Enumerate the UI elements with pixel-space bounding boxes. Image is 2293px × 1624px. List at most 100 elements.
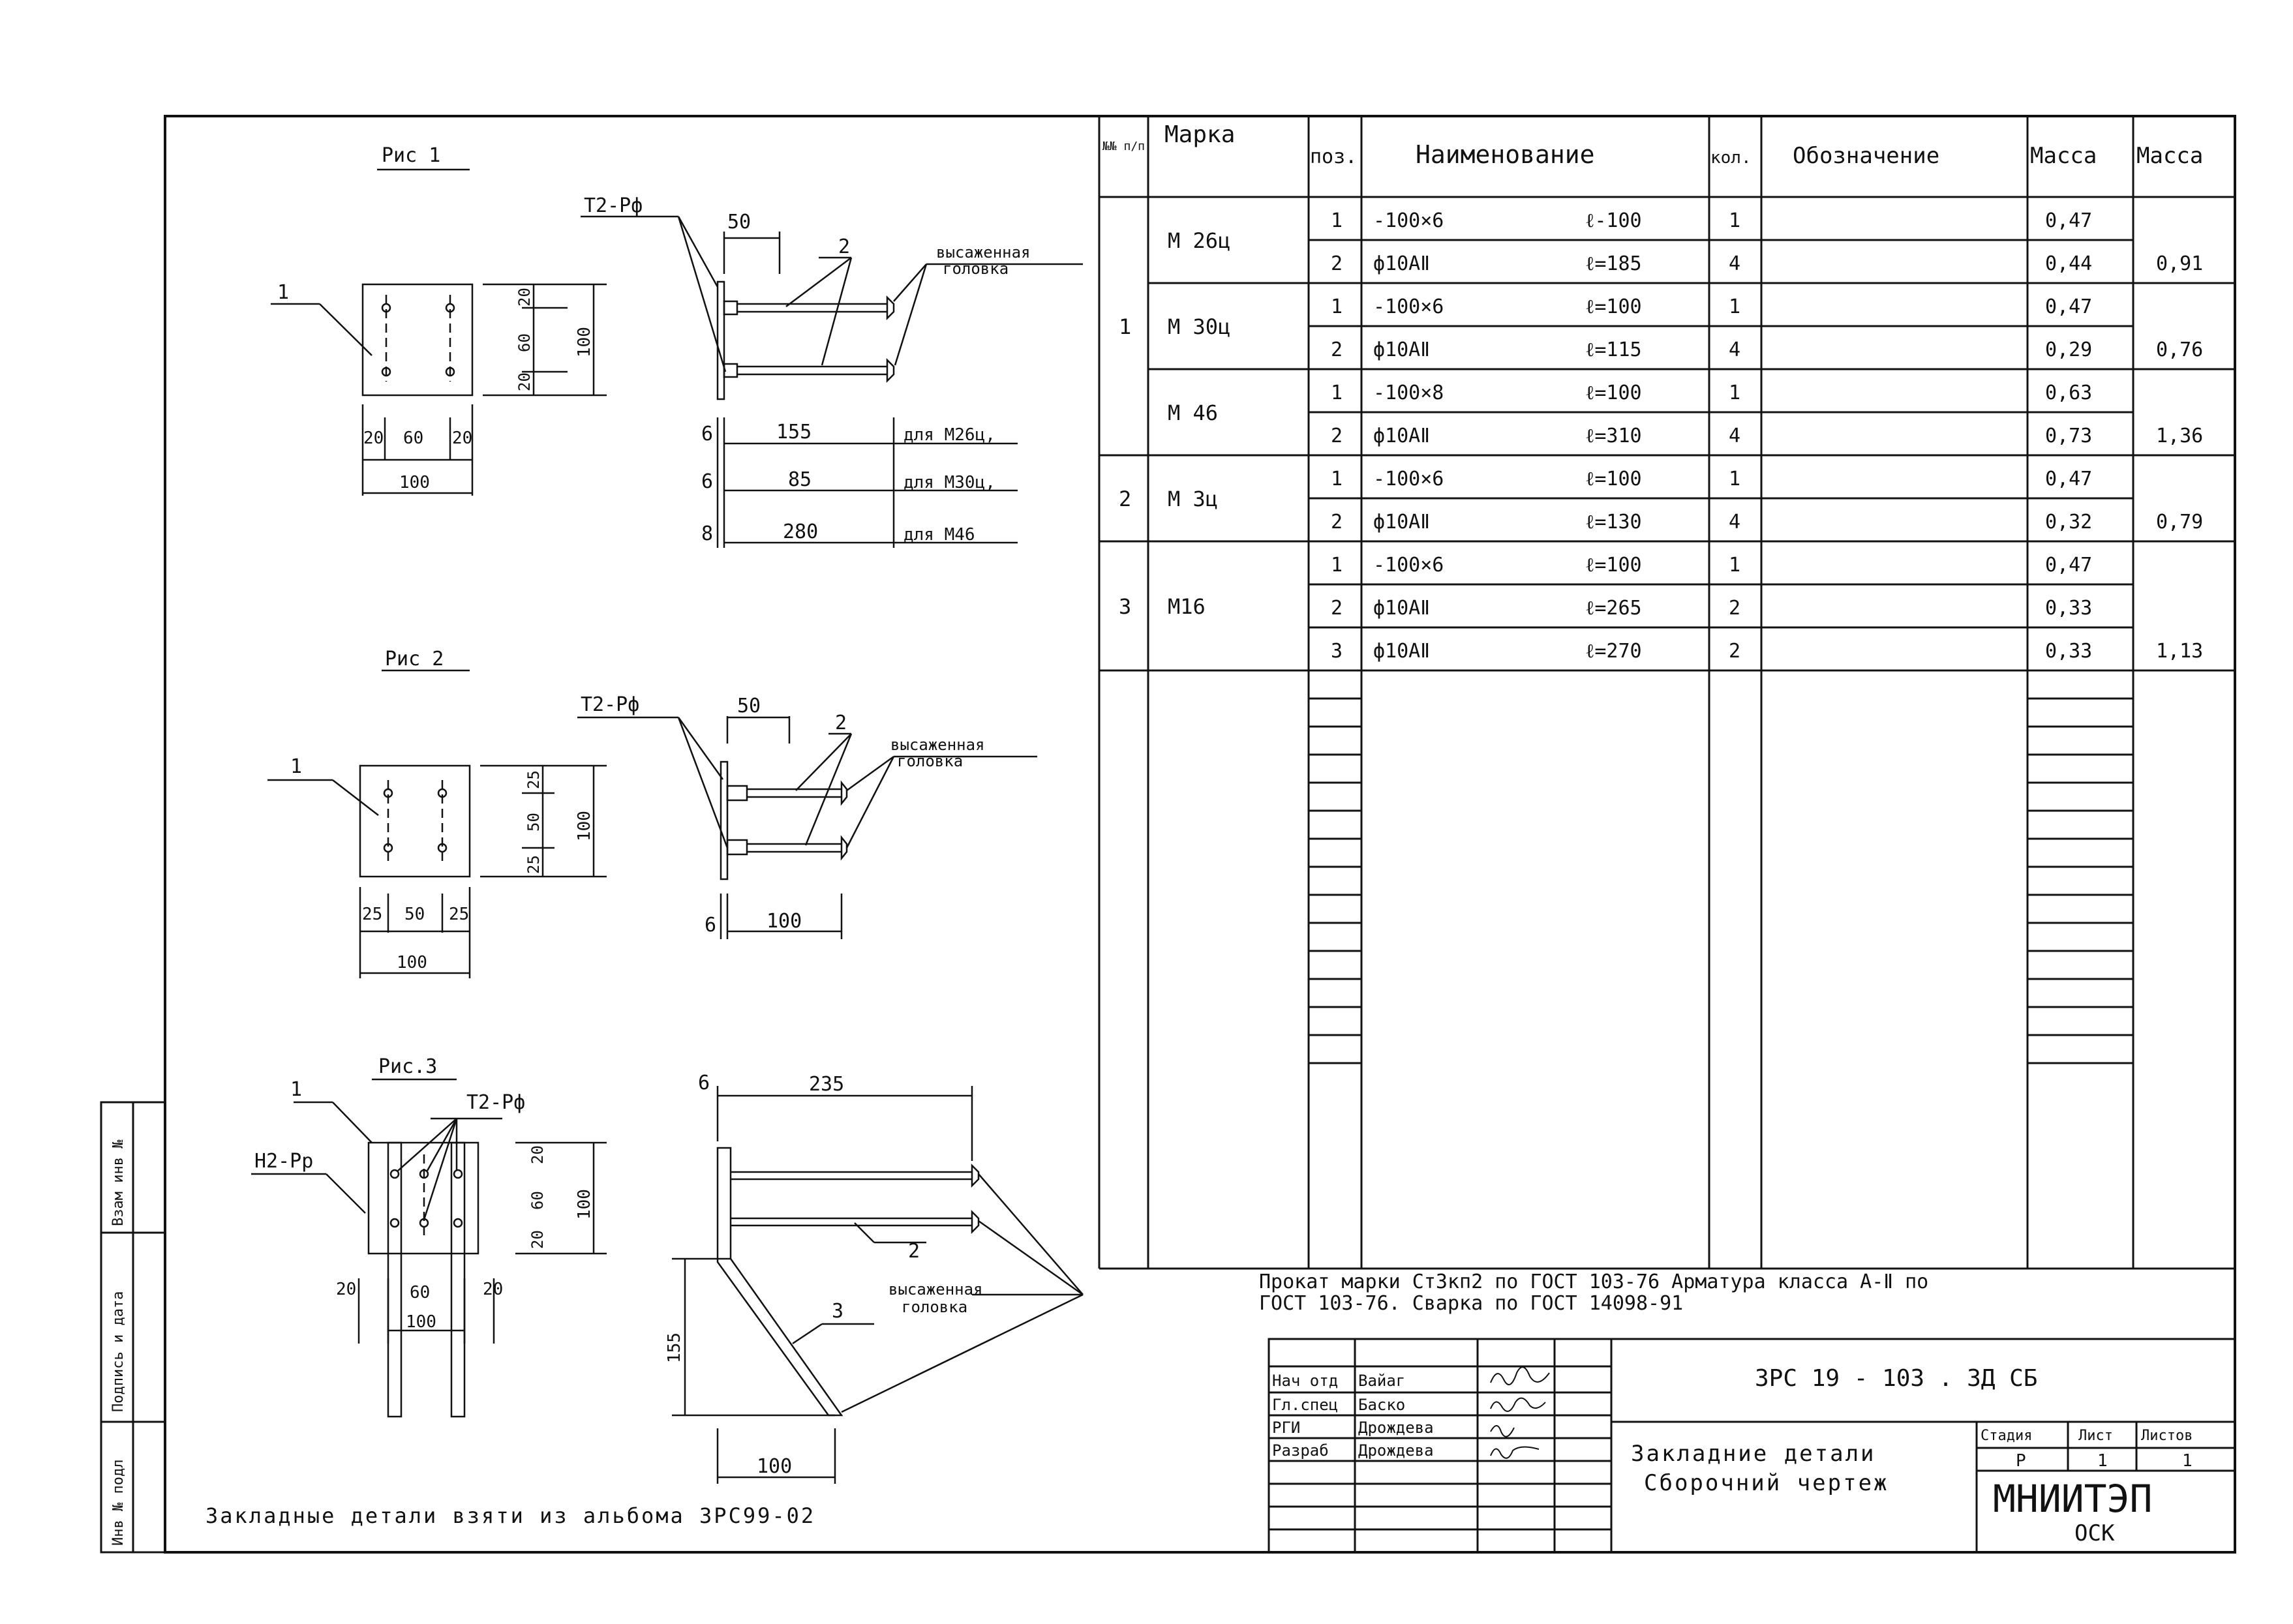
spec-cell-mark: М 26ц <box>1168 228 1230 253</box>
spec-cell-name: ф10АⅡ <box>1373 425 1430 447</box>
spec-cell-length: ℓ=115 <box>1585 338 1642 361</box>
spec-cell-group-num: 1 <box>1119 314 1131 339</box>
spec-cell-mass: 0,33 <box>2045 597 2092 620</box>
fig2-weld-label: Т2-Рф <box>581 693 639 716</box>
spec-cell-mark: М 46 <box>1168 400 1218 425</box>
spec-cell-qty: 4 <box>1729 252 1740 275</box>
tb-stage-label: Стадия <box>1981 1428 2032 1444</box>
spec-cell-mass: 0,32 <box>2045 511 2092 534</box>
fig3-title: Рис.3 <box>378 1055 437 1078</box>
fig1-row3-for: для М46 <box>904 525 975 545</box>
spec-cell-mass: 0,73 <box>2045 425 2092 447</box>
tb-sheets: 1 <box>2182 1451 2193 1471</box>
fig1-drawing <box>271 168 1083 548</box>
spec-cell-length: ℓ=100 <box>1585 295 1642 318</box>
fig3-vdim-20b: 20 <box>528 1230 547 1249</box>
th-mass2: Масса <box>2136 143 2203 169</box>
fig1-vdim-100: 100 <box>575 327 594 357</box>
fig3-top-dim: 235 <box>809 1073 844 1096</box>
spec-cell-length: ℓ=100 <box>1585 554 1642 577</box>
tb-role-0: Нач отд <box>1272 1372 1338 1390</box>
spec-cell-name: ф10АⅡ <box>1373 640 1430 663</box>
spec-cell-mass: 0,29 <box>2045 338 2092 361</box>
fig1-dim-20b: 20 <box>452 429 472 448</box>
spec-cell-total: 0,76 <box>2156 338 2203 361</box>
fig2-dim-25b: 25 <box>449 905 469 924</box>
side-stamp <box>100 1101 166 1554</box>
fig2-head-label-2: головка <box>897 752 963 770</box>
spec-cell-mark: М 30ц <box>1168 314 1230 339</box>
spec-cell-pos: 3 <box>1331 640 1343 663</box>
tb-sheets-label: Листов <box>2141 1428 2193 1444</box>
spec-cell-length: ℓ=265 <box>1585 597 1642 620</box>
spec-cell-name: -100×6 <box>1373 209 1444 232</box>
fig2-dim-50: 50 <box>404 905 425 924</box>
fig3-bottom-dim: 100 <box>757 1455 792 1478</box>
stamp-replace: Взам инв № <box>110 1140 127 1226</box>
spec-cell-name: -100×6 <box>1373 295 1444 318</box>
spec-cell-pos: 2 <box>1331 252 1343 275</box>
spec-cell-pos: 2 <box>1331 338 1343 361</box>
tb-role-3: Разраб <box>1272 1441 1329 1460</box>
th-mark: Марка <box>1164 121 1235 148</box>
spec-cell-name: ф10АⅡ <box>1373 252 1430 275</box>
fig3-vdim-100: 100 <box>575 1189 594 1220</box>
fig3-height: 155 <box>665 1332 684 1363</box>
spec-cell-group-num: 3 <box>1119 594 1131 619</box>
fig1-title: Рис 1 <box>382 144 440 167</box>
fig3-drawing <box>251 1078 1084 1484</box>
fig3-dim-20b: 20 <box>483 1280 503 1299</box>
th-designation: Обозначение <box>1793 143 1939 169</box>
fig2-vdim-25b: 25 <box>524 855 543 874</box>
fig1-dim-20a: 20 <box>363 429 384 448</box>
fig1-vdim-20b: 20 <box>515 372 534 391</box>
fig1-weld-label: Т2-Рф <box>584 194 643 217</box>
spec-cell-pos: 1 <box>1331 295 1343 318</box>
spec-cell-length: ℓ=185 <box>1585 252 1642 275</box>
fig1-dim-100: 100 <box>399 473 430 492</box>
fig2-vdim-100: 100 <box>575 811 594 841</box>
stamp-sign: Подпись и дата <box>110 1291 127 1412</box>
th-mass1: Масса <box>2030 143 2097 169</box>
spec-cell-qty: 2 <box>1729 597 1740 620</box>
th-num: №№ п/п <box>1102 140 1145 153</box>
spec-cell-pos: 1 <box>1331 382 1343 404</box>
spec-cell-mass: 0,33 <box>2045 640 2092 663</box>
fig1-dim-60: 60 <box>403 429 423 448</box>
tb-title-2: Сборочний чертеж <box>1644 1470 1889 1496</box>
fig1-row1-t: 6 <box>701 423 713 445</box>
spec-cell-pos: 1 <box>1331 209 1343 232</box>
spec-cell-name: -100×6 <box>1373 554 1444 577</box>
fig3-vdim-60: 60 <box>528 1191 547 1210</box>
tb-name-3: Дрождева <box>1358 1441 1434 1460</box>
fig1-head-label-1: высаженная <box>936 243 1031 262</box>
fig3-leader-plate: 1 <box>290 1078 302 1101</box>
fig1-vdim-20a: 20 <box>515 288 534 307</box>
spec-cell-length: ℓ=310 <box>1585 425 1642 447</box>
fig1-vdim-60: 60 <box>515 333 534 352</box>
spec-cell-total: 1,36 <box>2156 425 2203 447</box>
title-block-grid <box>1268 1338 2236 1554</box>
tb-dept: ОСК <box>2074 1520 2115 1546</box>
fig2-vdim-50: 50 <box>524 813 543 832</box>
spec-cell-qty: 1 <box>1729 468 1740 490</box>
spec-cell-length: ℓ=100 <box>1585 382 1642 404</box>
spec-cell-qty: 1 <box>1729 382 1740 404</box>
fig2-leader-plate: 1 <box>290 755 302 778</box>
spec-cell-pos: 2 <box>1331 425 1343 447</box>
fig1-top-dim: 50 <box>727 211 751 233</box>
fig1-row2-for: для М30ц, <box>904 473 995 492</box>
tb-code: 3РС 19 - 103 . 3Д СБ <box>1755 1365 2037 1392</box>
spec-cell-name: ф10АⅡ <box>1373 338 1430 361</box>
tb-name-0: Вайаг <box>1358 1372 1405 1390</box>
spec-cell-total: 0,79 <box>2156 511 2203 534</box>
fig1-row1-len: 155 <box>776 421 812 444</box>
spec-cell-mass: 0,47 <box>2045 468 2092 490</box>
fig1-row3-len: 280 <box>783 520 818 543</box>
spec-cell-pos: 2 <box>1331 511 1343 534</box>
fig2-dim-25a: 25 <box>362 905 382 924</box>
spec-cell-name: ф10АⅡ <box>1373 597 1430 620</box>
tb-role-2: РГИ <box>1272 1419 1300 1437</box>
fig2-vdim-25a: 25 <box>524 770 543 789</box>
